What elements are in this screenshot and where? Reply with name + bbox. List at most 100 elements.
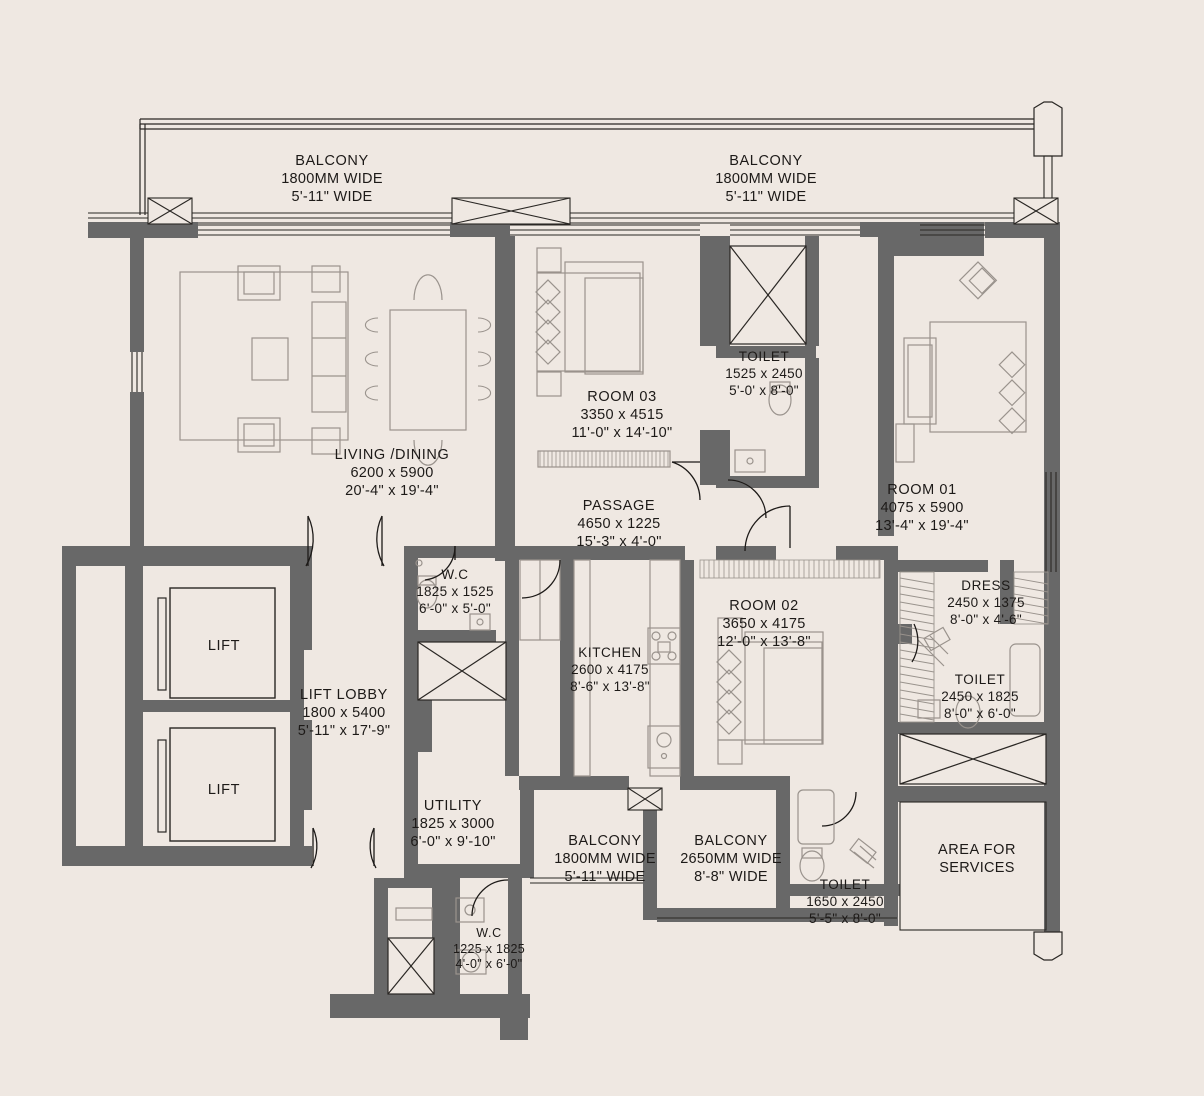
label-dim-ft: 5'-11" WIDE <box>725 189 807 206</box>
room-label-room-01: ROOM 01 4075 x 5900 13'-4" x 19'-4" <box>875 481 969 535</box>
room-label-kitchen: KITCHEN 2600 x 4175 8'-6" x 13'-8" <box>570 645 650 696</box>
utility-fixtures <box>519 559 561 641</box>
label-dim-ft: 20'-4" x 19'-4" <box>345 483 439 500</box>
toilet-bottom-fixtures <box>797 789 877 882</box>
label-name: UTILITY <box>423 798 483 814</box>
window-symbols <box>147 197 1059 225</box>
toilet-room03-fixtures <box>734 381 792 473</box>
room-label-room-02: ROOM 02 3650 x 4175 12'-0" x 13'-8" <box>717 597 811 651</box>
label-name: W.C <box>476 926 502 940</box>
label-name: KITCHEN <box>578 645 642 660</box>
lift-upper-car <box>169 587 276 699</box>
room-label-lift-lower: LIFT <box>208 781 240 799</box>
label-dim-ft: 6'-0" x 5'-0" <box>419 600 491 616</box>
label-dim-mm: 1225 x 1825 <box>452 941 526 956</box>
label-dim-mm: 4650 x 1225 <box>577 516 661 533</box>
label-name: BALCONY <box>694 833 768 849</box>
wc-lower-fixtures <box>395 897 487 975</box>
label-name: PASSAGE <box>582 498 656 514</box>
label-dim-ft: 5'-11" WIDE <box>291 189 373 206</box>
label-name: LIVING /DINING <box>334 447 450 463</box>
room02-bed <box>716 617 824 765</box>
label-dim-ft: 5'-5" x 8'-0" <box>809 910 881 926</box>
room-label-balcony-top-right: BALCONY 1800MM WIDE 5'-11" WIDE <box>715 152 817 206</box>
left-column-marks <box>88 222 102 238</box>
balcony-railing-left <box>139 124 146 215</box>
label-name: LIFT <box>207 782 241 798</box>
label-name: TOILET <box>954 672 1006 687</box>
living-dining-furniture <box>179 265 349 455</box>
kitchen-fixtures <box>573 559 681 777</box>
label-name-line2: SERVICES <box>939 860 1015 877</box>
label-name: ROOM 02 <box>729 598 799 614</box>
label-name: LIFT LOBBY <box>300 687 388 703</box>
label-dim-mm: 1800MM WIDE <box>715 171 817 188</box>
bottom-railings <box>530 877 897 919</box>
label-dim-ft: 5'-11" x 17'-9" <box>297 723 391 740</box>
lift-lower-door <box>157 739 167 833</box>
label-dim-ft: 13'-4" x 19'-4" <box>875 518 969 535</box>
label-dim-mm: 1800 x 5400 <box>302 705 386 722</box>
label-dim-ft: 5'-0' x 8'-0" <box>729 382 799 398</box>
label-name: AREA FOR <box>937 842 1017 858</box>
window-openings <box>131 224 1057 572</box>
room-label-lift-upper: LIFT <box>208 637 240 655</box>
label-dim-mm: 1800MM WIDE <box>554 851 656 868</box>
label-name: ROOM 01 <box>887 482 957 498</box>
label-dim-ft: 8'-0" x 6'-0" <box>944 705 1016 721</box>
label-name: DRESS <box>961 578 1011 593</box>
balcony-railing-top <box>139 118 1040 130</box>
room-label-living-dining: LIVING /DINING 6200 x 5900 20'-4" x 19'-… <box>335 446 450 500</box>
label-dim-ft: 12'-0" x 13'-8" <box>717 634 811 651</box>
label-name: BALCONY <box>729 153 803 169</box>
label-name: BALCONY <box>295 153 369 169</box>
room-label-balcony-bottom-mid: BALCONY 2650MM WIDE 8'-8" WIDE <box>680 832 782 886</box>
area-for-services-box <box>899 801 1047 931</box>
label-name: W.C <box>441 567 469 582</box>
room-label-toilet-bottom: TOILET 1650 x 2450 5'-5" x 8'-0" <box>806 877 884 928</box>
toilet-room01-fixtures <box>917 626 1041 729</box>
label-dim-ft: 8'-6" x 13'-8" <box>570 678 650 694</box>
room01-bed <box>895 261 1027 463</box>
dining-table-group <box>364 274 492 466</box>
room02-wardrobe-hatch <box>699 559 881 579</box>
room-label-balcony-bottom-left: BALCONY 1800MM WIDE 5'-11" WIDE <box>554 832 656 886</box>
toilet-room03-shaft <box>729 245 807 345</box>
label-dim-ft: 4'-0" x 6'-0" <box>455 957 523 972</box>
label-dim-ft: 6'-0" x 9'-10" <box>410 834 496 851</box>
label-name: TOILET <box>738 349 790 364</box>
room-label-passage: PASSAGE 4650 x 1225 15'-3" x 4'-0" <box>576 497 661 551</box>
label-name: ROOM 03 <box>587 389 657 405</box>
room-label-balcony-top-left: BALCONY 1800MM WIDE 5'-11" WIDE <box>281 152 383 206</box>
walls <box>62 222 1063 1040</box>
label-dim-mm: 2600 x 4175 <box>571 661 649 677</box>
label-dim-ft: 8'-0" x 4'-6" <box>950 611 1022 627</box>
room-label-wc-upper: W.C 1825 x 1525 6'-0" x 5'-0" <box>416 567 494 618</box>
room-label-room-03: ROOM 03 3350 x 4515 11'-0" x 14'-10" <box>572 388 673 442</box>
label-dim-mm: 2450 x 1825 <box>941 688 1019 704</box>
label-dim-mm: 2450 x 1375 <box>947 594 1025 610</box>
lift-lower-car <box>169 727 276 842</box>
room-label-lift-lobby: LIFT LOBBY 1800 x 5400 5'-11" x 17'-9" <box>298 686 391 740</box>
label-dim-ft: 8'-8" WIDE <box>694 869 768 886</box>
label-dim-mm: 3650 x 4175 <box>722 616 806 633</box>
label-dim-mm: 1525 x 2450 <box>725 365 803 381</box>
utility-shaft <box>417 641 507 701</box>
toilet-room01-shaft <box>899 733 1047 785</box>
label-dim-mm: 3350 x 4515 <box>580 407 664 424</box>
room-label-toilet-room03: TOILET 1525 x 2450 5'-0' x 8'-0" <box>725 349 803 400</box>
room03-wardrobe-hatch <box>539 451 669 467</box>
label-dim-ft: 5'-11" WIDE <box>564 869 646 886</box>
label-dim-mm: 1825 x 3000 <box>411 816 495 833</box>
dress-wardrobe-hatch <box>899 571 1049 723</box>
label-dim-mm: 1800MM WIDE <box>281 171 383 188</box>
label-name: LIFT <box>207 638 241 654</box>
room-label-area-for-services: AREA FOR SERVICES <box>938 841 1016 877</box>
label-dim-mm: 2650MM WIDE <box>680 851 782 868</box>
label-dim-ft: 11'-0" x 14'-10" <box>571 425 673 442</box>
label-dim-mm: 4075 x 5900 <box>880 500 964 517</box>
room-label-toilet-room01: TOILET 2450 x 1825 8'-0" x 6'-0" <box>941 672 1019 723</box>
room-label-dress: DRESS 2450 x 1375 8'-0" x 4'-6" <box>947 578 1025 629</box>
room-label-utility: UTILITY 1825 x 3000 6'-0" x 9'-10" <box>410 797 495 851</box>
